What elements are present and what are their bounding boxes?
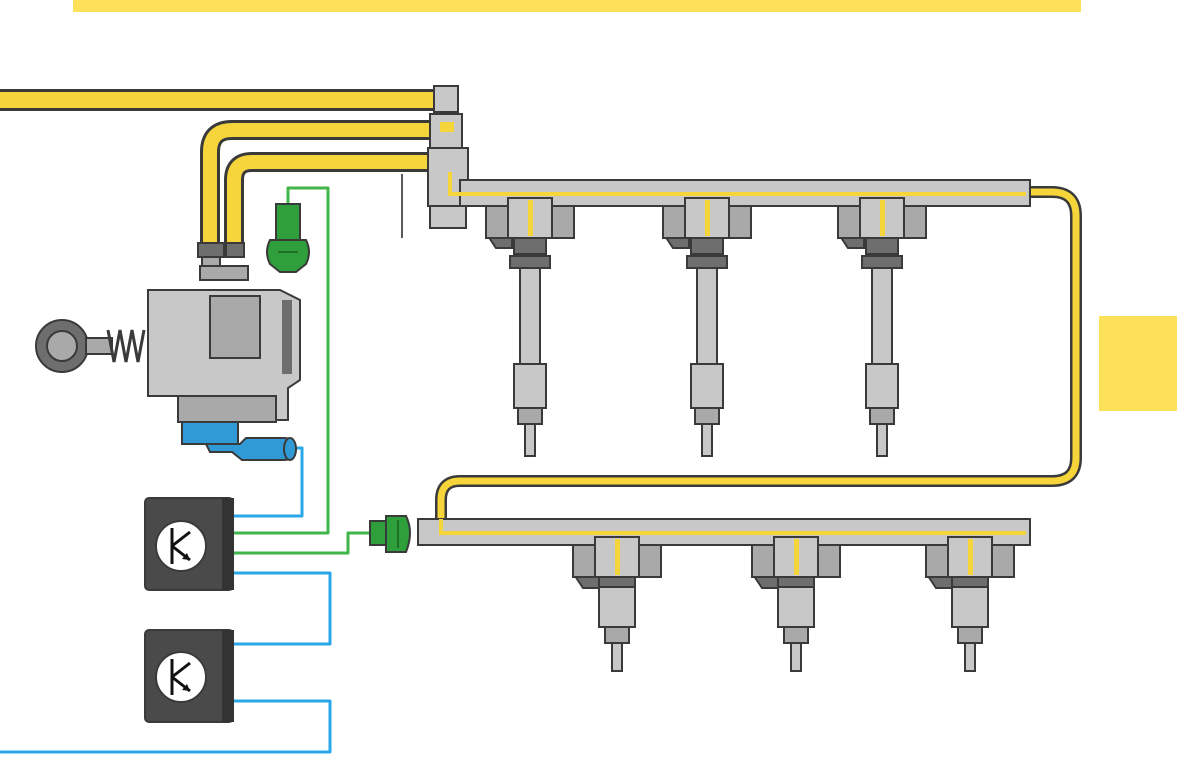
lower-rail: [418, 519, 1030, 545]
control-module-top: [145, 498, 234, 590]
control-module-bottom: [145, 630, 234, 722]
injector-upper-1: [486, 198, 574, 456]
pressure-sensor-bottom: [370, 516, 410, 552]
pressure-sensor-top: [267, 204, 309, 272]
upper-injectors: [486, 198, 926, 456]
blue-wire-module-link: [234, 573, 330, 644]
injector-upper-3: [838, 198, 926, 456]
pump-outlet-line: [234, 162, 440, 245]
pump-control-valve: [182, 422, 238, 444]
lower-injectors: [573, 537, 1014, 671]
injector-lower-2: [752, 537, 840, 671]
injector-lower-1: [573, 537, 661, 671]
green-wire-sensor-bottom: [234, 533, 372, 553]
pump-spring: [108, 330, 144, 362]
injector-lower-3: [926, 537, 1014, 671]
yellow-banner: [73, 0, 1081, 12]
high-pressure-pump: [36, 243, 300, 460]
injector-upper-2: [663, 198, 751, 456]
yellow-side-tab: [1099, 316, 1177, 411]
